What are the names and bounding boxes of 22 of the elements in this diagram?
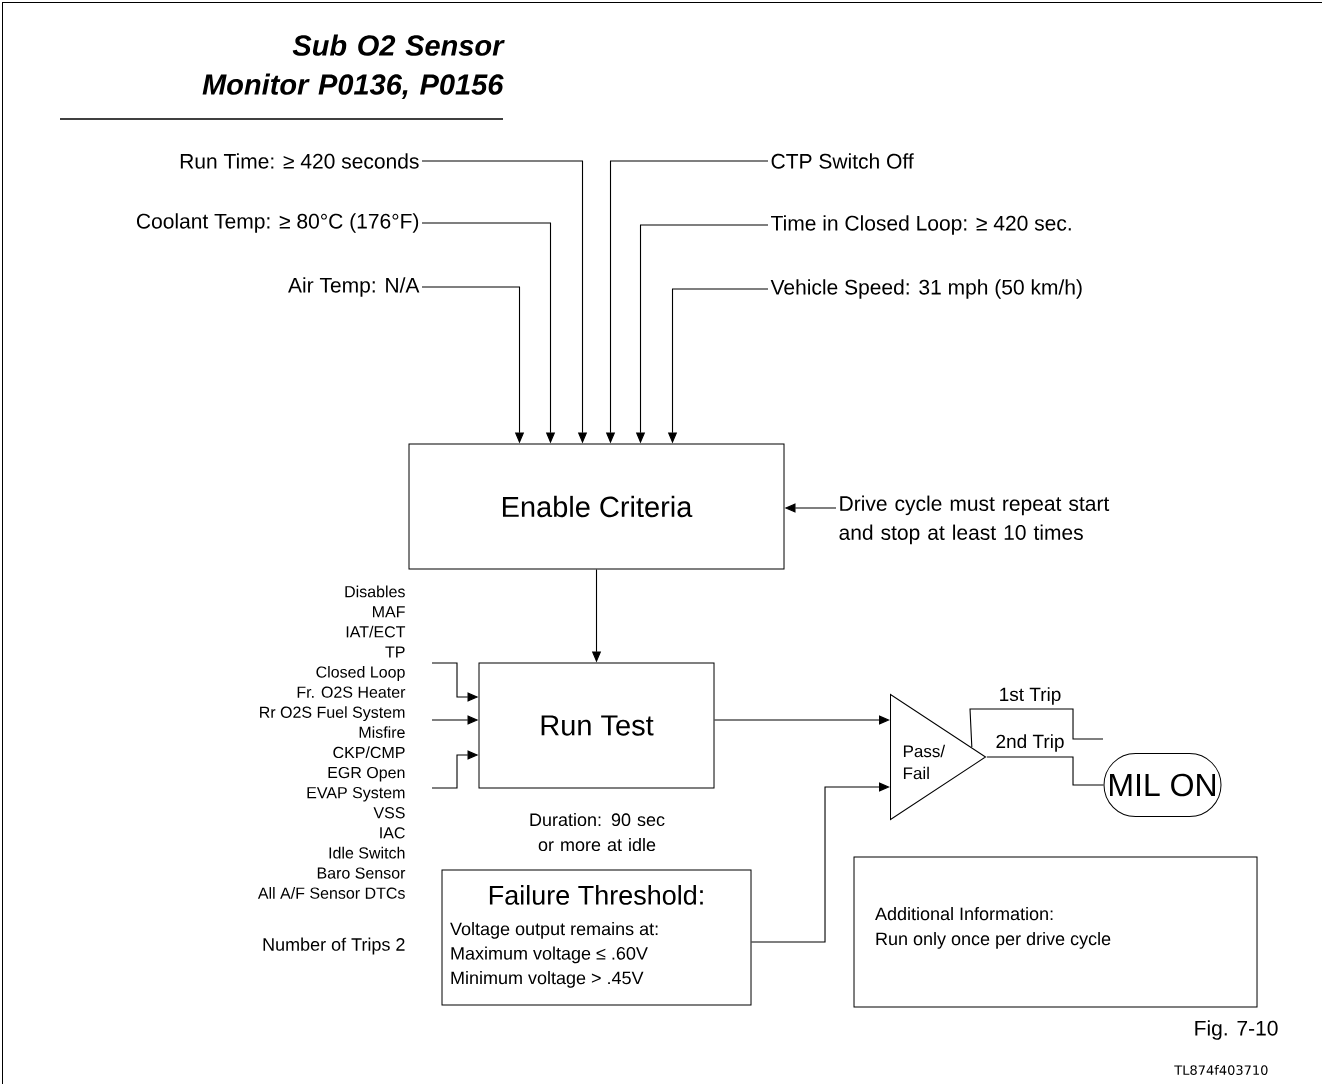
process-box: Run Test xyxy=(478,662,715,789)
process-box: Enable Criteria xyxy=(408,443,785,570)
condition-label: Air Temp: N/A xyxy=(288,277,420,297)
reference-code: TL874f403710 xyxy=(1174,1065,1268,1076)
condition-label: Coolant Temp: ≥ 80°C (176°F) xyxy=(136,213,419,233)
edge-label: 1st Trip xyxy=(997,686,1063,706)
condition-label: Run Time: ≥ 420 seconds xyxy=(180,153,419,169)
edge-label: 2nd Trip xyxy=(994,733,1066,753)
note-text: Drive cycle must repeat start and stop at least 10 times xyxy=(839,495,1110,545)
comparator-label: Pass/ Fail xyxy=(903,744,946,780)
info-box: Additional Information: Run only once per drive cycle xyxy=(853,856,1258,1008)
disables-list: Disables MAF IAT/ECT TP Closed Loop Fr. O2S Heater Rr O2S Fuel System Misfire CKP/CMP EGR Open EVAP System VSS IAC Idle Switch Baro Sensor All A/F Sensor DTCs xyxy=(257,585,406,899)
threshold-box: Failure Threshold: Voltage output remains at: Maximum voltage ≤ .60V Minimum voltage > .45V xyxy=(441,869,752,1006)
connector-arrow xyxy=(713,715,890,725)
connector-arrow xyxy=(750,782,890,943)
condition-label: CTP Switch Off xyxy=(771,153,914,169)
condition-label: Vehicle Speed: 31 mph (50 km/h) xyxy=(770,279,1082,299)
duration-text: Duration: 90 sec or more at idle xyxy=(530,812,665,852)
figure-number: Fig. 7-10 xyxy=(1195,1020,1278,1040)
trips-note: Number of Trips 2 xyxy=(263,937,405,955)
condition-label: Time in Closed Loop: ≥ 420 sec. xyxy=(771,215,1071,235)
title: Sub O2 Sensor Monitor P0136, P0156 xyxy=(202,34,505,100)
